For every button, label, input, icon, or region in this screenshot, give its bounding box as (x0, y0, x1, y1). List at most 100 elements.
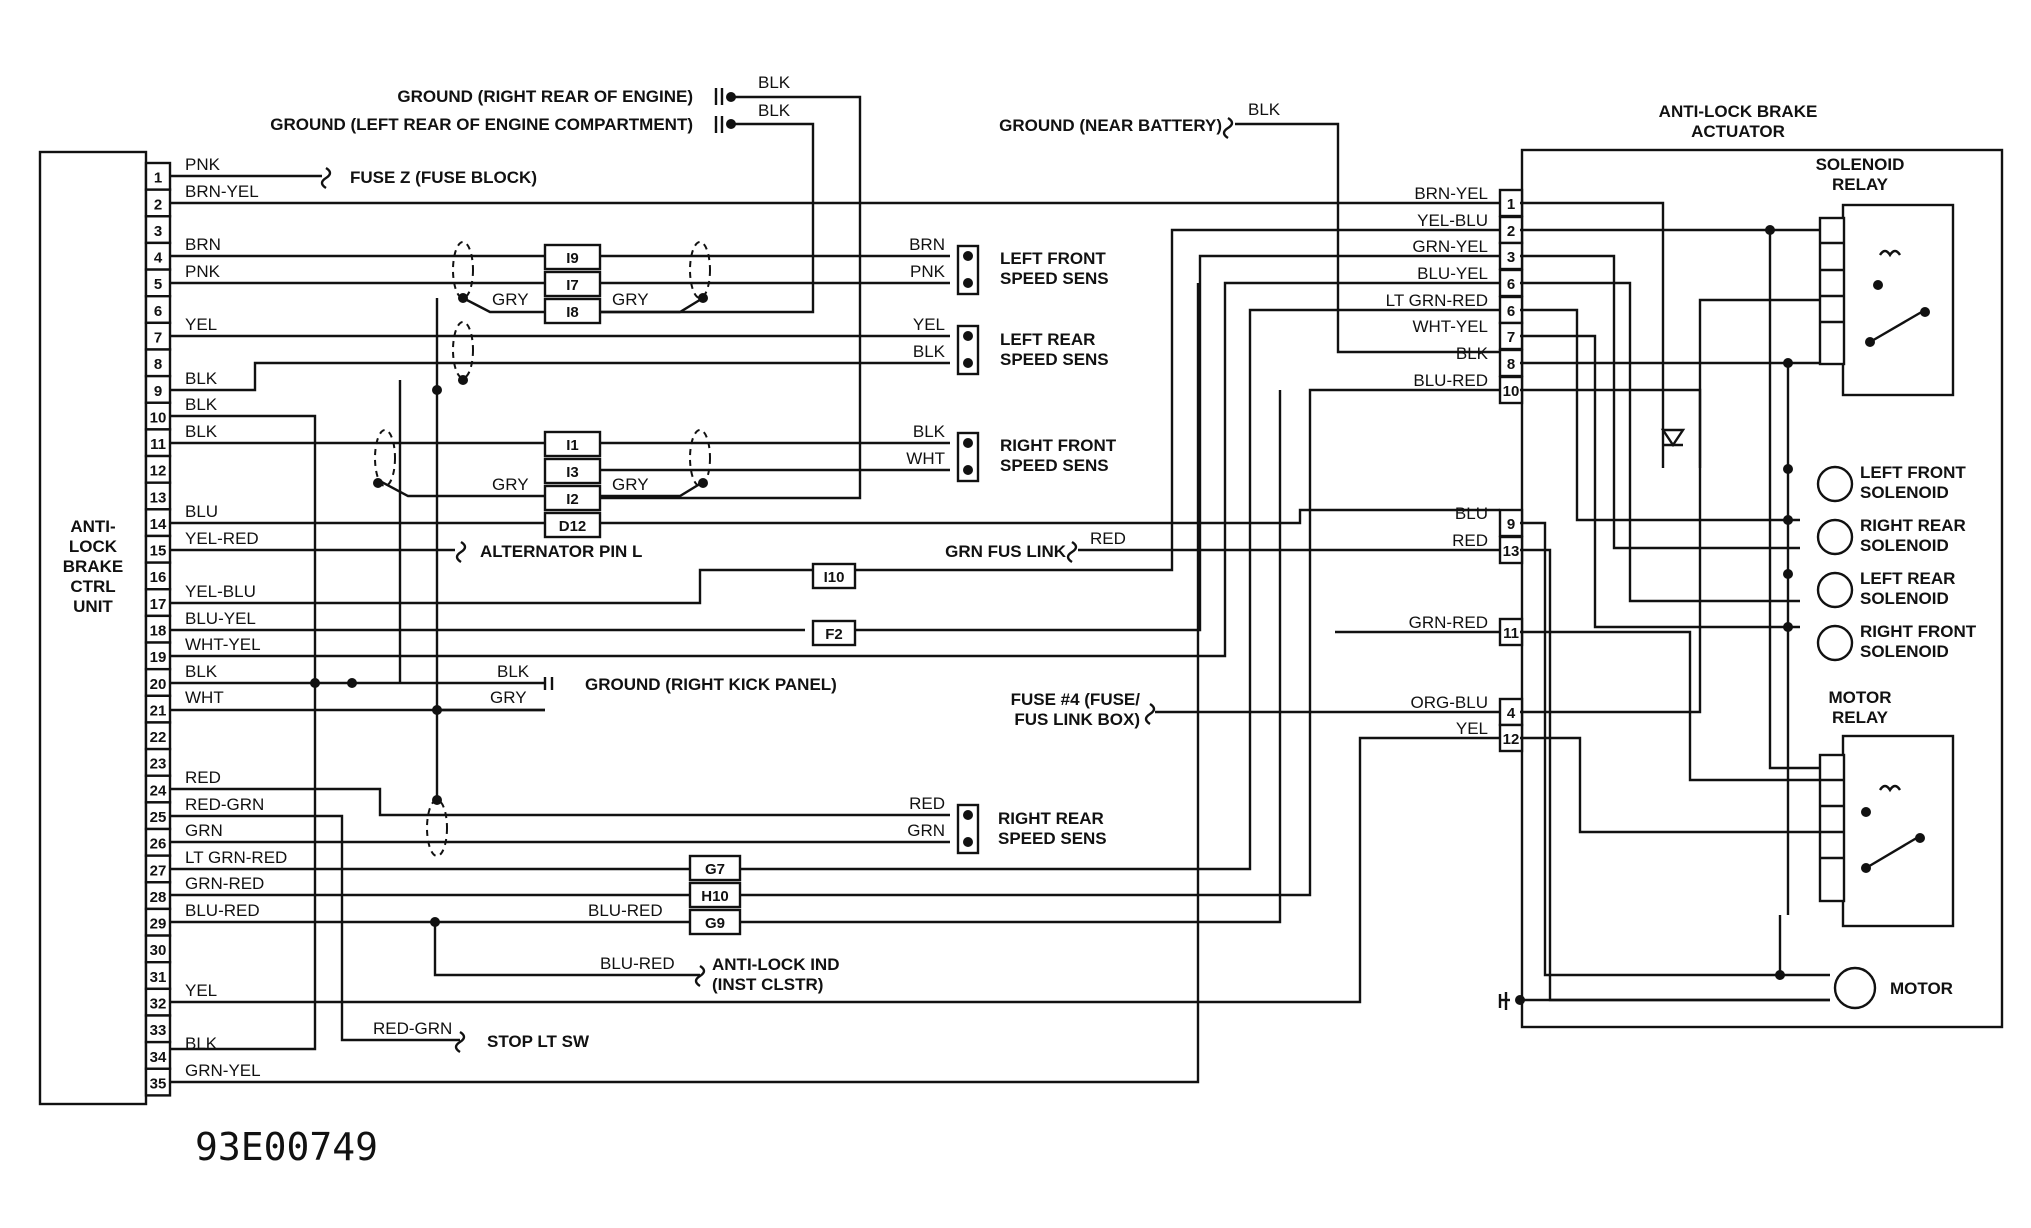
connector-label: I2 (566, 491, 579, 508)
stop-lt-sw-label: STOP LT SW (487, 1032, 590, 1051)
connector-box (811, 619, 857, 647)
ecu-pin-number: 16 (150, 569, 167, 586)
actuator-wire-label: BLU (1455, 504, 1488, 523)
connector-box (543, 457, 602, 485)
ecu-wire-labels: PNK BRN-YEL BRN PNK YEL BLK BLK BLK BLU … (185, 155, 287, 1080)
ecu-pin-number: 7 (154, 329, 162, 346)
actuator-wire-label: BLU-YEL (1417, 264, 1488, 283)
shield-ellipses (374, 241, 711, 857)
solenoid-rf-1: RIGHT FRONT (1860, 622, 1977, 641)
lr-sensor-label-1: LEFT REAR (1000, 330, 1095, 349)
ecu-pin-number: 33 (150, 1022, 167, 1039)
motor-label: MOTOR (1890, 979, 1953, 998)
ecu-title-4: CTRL (70, 577, 115, 596)
solenoid-relay-label-1: SOLENOID (1816, 155, 1905, 174)
actuator-pin-number: 12 (1503, 731, 1520, 748)
actuator-wire-label: GRN-RED (1409, 613, 1488, 632)
connector-box (543, 297, 602, 325)
actuator-wire-label: WHT-YEL (1412, 317, 1488, 336)
diagram-id: 93E00749 (195, 1125, 378, 1169)
ecu-wire-p26: GRN (185, 821, 223, 840)
ecu-wire-p18: BLU-YEL (185, 609, 256, 628)
connector-label: I7 (566, 277, 579, 294)
motor-relay-label-1: MOTOR (1829, 688, 1892, 707)
actuator-wire-label: YEL (1456, 719, 1488, 738)
blu-red-29-label: BLU-RED (588, 901, 663, 920)
ecu-pin-number: 22 (150, 729, 167, 746)
ecu-pin-number: 21 (150, 702, 167, 719)
ecu-pin-number: 2 (154, 196, 162, 213)
solenoid-relay-label-2: RELAY (1832, 175, 1889, 194)
antilock-ind-label-2: (INST CLSTR) (712, 975, 823, 994)
ecu-wire-p1: PNK (185, 155, 221, 174)
ecu-wire-p32: YEL (185, 981, 217, 1000)
ecu-pin-number: 1 (154, 170, 162, 187)
actuator-pin-number: 1 (1507, 196, 1515, 213)
ecu-pin-number: 17 (150, 596, 167, 613)
ecu-wire-p27: LT GRN-RED (185, 848, 287, 867)
connector-box (543, 484, 602, 512)
shield-gry-3: GRY (492, 475, 529, 494)
ecu-wire-p5: PNK (185, 262, 221, 281)
rf-sensor-wire-2: WHT (906, 449, 945, 468)
ecu-title-2: LOCK (69, 537, 118, 556)
lr-sensor-wire-1: YEL (913, 315, 945, 334)
ecu-wire-p28: GRN-RED (185, 874, 264, 893)
connector-label: F2 (825, 626, 843, 643)
ecu-pin-number: 15 (150, 543, 167, 560)
ecu-pin-number: 26 (150, 836, 167, 853)
rf-sensor-label-1: RIGHT FRONT (1000, 436, 1117, 455)
ground-battery-group: GROUND (NEAR BATTERY) BLK (999, 100, 1500, 354)
solenoid-lr-2: SOLENOID (1860, 589, 1949, 608)
ecu-pin-box (144, 295, 172, 325)
ecu-wire-p9: BLK (185, 369, 218, 388)
ground-wire-blk-1: BLK (758, 73, 791, 92)
motor-relay-label-2: RELAY (1832, 708, 1889, 727)
actuator-wire-label: YEL-BLU (1417, 211, 1488, 230)
ecu-pin-number: 25 (150, 809, 167, 826)
grn-fus-link-wire: RED (1090, 529, 1126, 548)
ecu-pin-number: 27 (150, 862, 167, 879)
ecu-pin-number: 34 (150, 1049, 167, 1066)
ecu-pin-number: 10 (150, 409, 167, 426)
ecu-wire-p10: BLK (185, 395, 218, 414)
ecu-pin-number: 19 (150, 649, 167, 666)
actuator-title-2: ACTUATOR (1691, 122, 1785, 141)
ecu-wire-p29: BLU-RED (185, 901, 260, 920)
actuator-internals: SOLENOID RELAY MOTOR RELAY (1498, 155, 1977, 1010)
ecu-wire-p4: BRN (185, 235, 221, 254)
ecu-pin-number: 30 (150, 942, 167, 959)
ecu-title-3: BRAKE (63, 557, 123, 576)
actuator-pin-number: 13 (1503, 543, 1520, 560)
ecu-wire-p2: BRN-YEL (185, 182, 259, 201)
rr-sensor-wire-1: RED (909, 794, 945, 813)
actuator-pin-number: 4 (1507, 705, 1516, 722)
ecu-wire-p19: WHT-YEL (185, 635, 261, 654)
ecu-pin-number: 4 (154, 250, 163, 267)
connector-box (688, 854, 742, 882)
ecu-title-5: UNIT (73, 597, 113, 616)
connector-label: D12 (559, 518, 587, 535)
ecu-pin-number: 23 (150, 756, 167, 773)
ecu-pin-box (144, 588, 172, 618)
ecu-pin-number: 12 (150, 463, 167, 480)
ecu-pin-number: 8 (154, 356, 162, 373)
ground-wire-blk-2: BLK (758, 101, 791, 120)
ecu-wire-p17: YEL-BLU (185, 582, 256, 601)
ecu-wire-p11: BLK (185, 422, 218, 441)
lf-sensor-wire-2: PNK (910, 262, 946, 281)
ecu-pin-number: 28 (150, 889, 167, 906)
ecu-pin-number: 6 (154, 303, 162, 320)
antilock-ind-wire: BLU-RED (600, 954, 675, 973)
kick-panel-wire-gry: GRY (490, 688, 527, 707)
ecu-pin-number: 9 (154, 383, 162, 400)
ecu-pin-number: 20 (150, 676, 167, 693)
ecu-pin-number: 29 (150, 916, 167, 933)
connector-box (811, 562, 857, 590)
connector-label: I3 (566, 464, 579, 481)
actuator-wire-label: ORG-BLU (1411, 693, 1488, 712)
ecu-wire-p35: GRN-YEL (185, 1061, 261, 1080)
ecu-pin-column: 1234567891011121314151617181920212223242… (144, 161, 172, 1097)
ecu-pin-number: 14 (150, 516, 167, 533)
lr-sensor-wire-2: BLK (913, 342, 946, 361)
